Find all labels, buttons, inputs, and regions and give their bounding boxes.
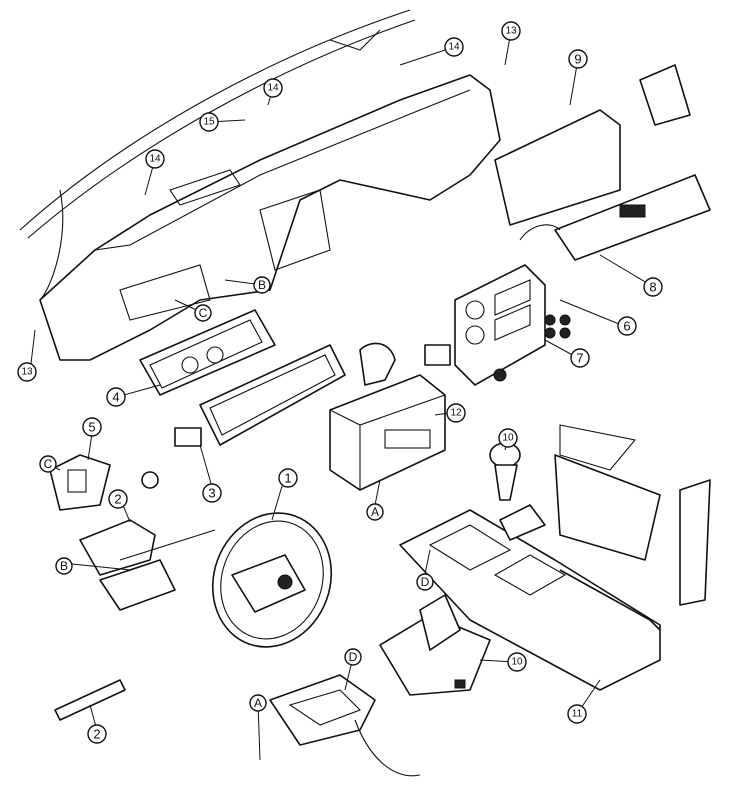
switch-panel: [49, 454, 159, 511]
callout-15: 15: [199, 112, 219, 132]
svg-text:B: B: [60, 559, 68, 573]
svg-text:A: A: [254, 696, 262, 710]
svg-text:A: A: [371, 505, 379, 519]
svg-text:14: 14: [448, 42, 460, 53]
svg-text:10: 10: [511, 657, 523, 668]
svg-text:9: 9: [574, 52, 581, 67]
letter-c-switch: C: [39, 455, 57, 473]
svg-text:14: 14: [149, 154, 161, 165]
svg-text:13: 13: [505, 26, 517, 37]
svg-text:5: 5: [88, 420, 95, 435]
letter-d-bracket: D: [344, 648, 362, 666]
column-cover: [54, 519, 216, 721]
svg-text:15: 15: [203, 117, 215, 128]
letter-c-panel: C: [194, 304, 212, 322]
instrument-panel: [39, 74, 501, 361]
svg-text:14: 14: [267, 83, 279, 94]
svg-text:8: 8: [649, 280, 656, 295]
letter-a-audio: A: [366, 503, 384, 521]
glove-box: [494, 64, 711, 261]
callout-3: 3: [202, 483, 222, 503]
callout-8: 8: [643, 277, 663, 297]
center-console: [399, 504, 661, 691]
svg-text:7: 7: [576, 351, 583, 366]
console-box: [554, 424, 711, 606]
steering-wheel: [211, 512, 333, 648]
callout-6: 6: [617, 316, 637, 336]
svg-text:C: C: [44, 457, 53, 471]
svg-text:12: 12: [450, 408, 462, 419]
callout-13-top: 13: [501, 21, 521, 41]
callout-14-left: 14: [145, 149, 165, 169]
callout-11: 11: [567, 704, 587, 724]
svg-text:C: C: [199, 306, 208, 320]
cluster-bezel: [139, 309, 276, 396]
svg-text:3: 3: [208, 486, 215, 501]
callout-1: 1: [278, 468, 298, 488]
svg-text:D: D: [349, 650, 358, 664]
svg-text:D: D: [421, 575, 430, 589]
shift-boot: [379, 594, 491, 696]
meter-hood: [174, 344, 346, 447]
letter-b-panel: B: [253, 276, 271, 294]
heater-control-panel: [424, 264, 571, 386]
callout-14-top: 14: [444, 37, 464, 57]
svg-text:2: 2: [114, 492, 121, 507]
letter-b-column: B: [55, 557, 73, 575]
letter-d-console: D: [416, 573, 434, 591]
svg-text:2: 2: [93, 727, 100, 742]
floor-bracket: [269, 674, 421, 777]
callout-4: 4: [106, 387, 126, 407]
callout-9: 9: [568, 49, 588, 69]
callout-13-left: 13: [17, 362, 37, 382]
leader-lines: [29, 30, 653, 761]
svg-text:B: B: [258, 278, 266, 292]
svg-text:4: 4: [112, 390, 119, 405]
svg-text:6: 6: [623, 319, 630, 334]
callout-14-middle: 14: [263, 78, 283, 98]
letter-a-bracket: A: [249, 694, 267, 712]
svg-text:1: 1: [284, 471, 291, 486]
callout-2-lower-cover: 2: [87, 724, 107, 744]
callout-5: 5: [82, 417, 102, 437]
callout-10-knob: 10: [498, 428, 518, 448]
callout-10-boot: 10: [507, 652, 527, 672]
callout-12: 12: [446, 403, 466, 423]
shift-knob: [489, 442, 521, 501]
svg-text:13: 13: [21, 367, 33, 378]
svg-text:11: 11: [572, 709, 583, 720]
svg-text:10: 10: [502, 433, 514, 444]
audio-unit: [329, 342, 446, 491]
callout-2-column-cover: 2: [108, 489, 128, 509]
callout-7: 7: [570, 348, 590, 368]
